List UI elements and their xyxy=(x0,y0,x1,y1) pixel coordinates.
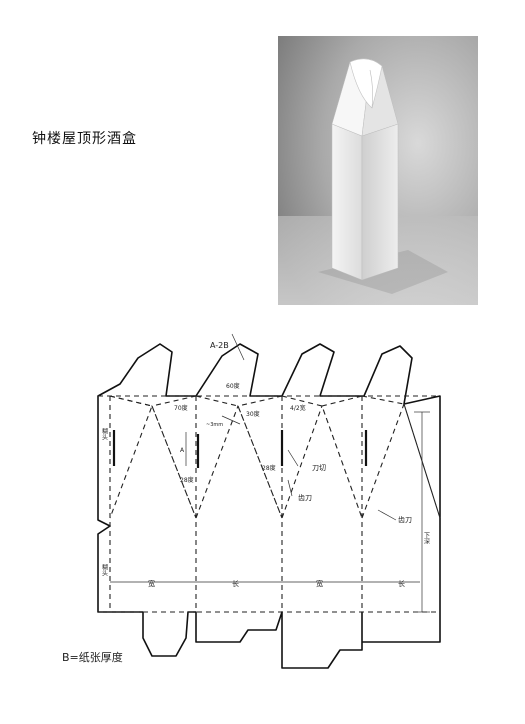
label-width-2: 宽 xyxy=(316,579,323,588)
dieline-outline xyxy=(97,343,441,669)
label-tuck-flap-bottom: 糊头 xyxy=(101,563,108,577)
roof-folds-5 xyxy=(109,395,153,519)
label-angle-28-left: 28度 xyxy=(180,476,194,484)
dim-a-minus-2b xyxy=(231,333,245,361)
wine-box-photo xyxy=(278,36,478,305)
label-depth: 下深 xyxy=(423,532,430,545)
roof-folds-1 xyxy=(109,395,197,519)
label-tuck-flap-top: 糊头 xyxy=(101,427,108,441)
label-a-minus-2b: A-2B xyxy=(210,341,229,350)
label-knife-cut: 刀切 xyxy=(312,464,326,472)
label-serrated-knife-2: 齿刀 xyxy=(398,516,412,524)
product-photo xyxy=(278,36,478,305)
legend: B=纸张厚度 xyxy=(62,651,123,664)
label-a: A xyxy=(180,447,185,454)
label-width-1: 宽 xyxy=(148,579,155,588)
label-length-1: 长 xyxy=(232,579,239,588)
label-length-2: 长 xyxy=(398,579,405,588)
roof-folds-6 xyxy=(195,403,405,519)
label-angle-70: 70度 xyxy=(174,404,188,412)
label-angle-30: 30度 xyxy=(246,410,260,418)
roof-folds-3 xyxy=(281,395,363,519)
label-quarter-width: 4/2宽 xyxy=(290,404,306,412)
label-approx-3mm: ~3mm xyxy=(206,422,223,428)
label-serrated-knife-1: 齿刀 xyxy=(298,494,312,502)
dieline-diagram: A-2B 60度 70度 ~3mm A 28度 30度 4/2宽 28度 刀切 … xyxy=(0,320,525,720)
roof-folds-4 xyxy=(361,395,441,519)
label-angle-28-right: 28度 xyxy=(262,464,276,472)
label-angle-60: 60度 xyxy=(226,382,240,390)
roof-folds-2 xyxy=(195,395,283,519)
dieline-svg: A-2B 60度 70度 ~3mm A 28度 30度 4/2宽 28度 刀切 … xyxy=(97,333,441,669)
page-title: 钟楼屋顶形酒盒 xyxy=(32,131,137,147)
